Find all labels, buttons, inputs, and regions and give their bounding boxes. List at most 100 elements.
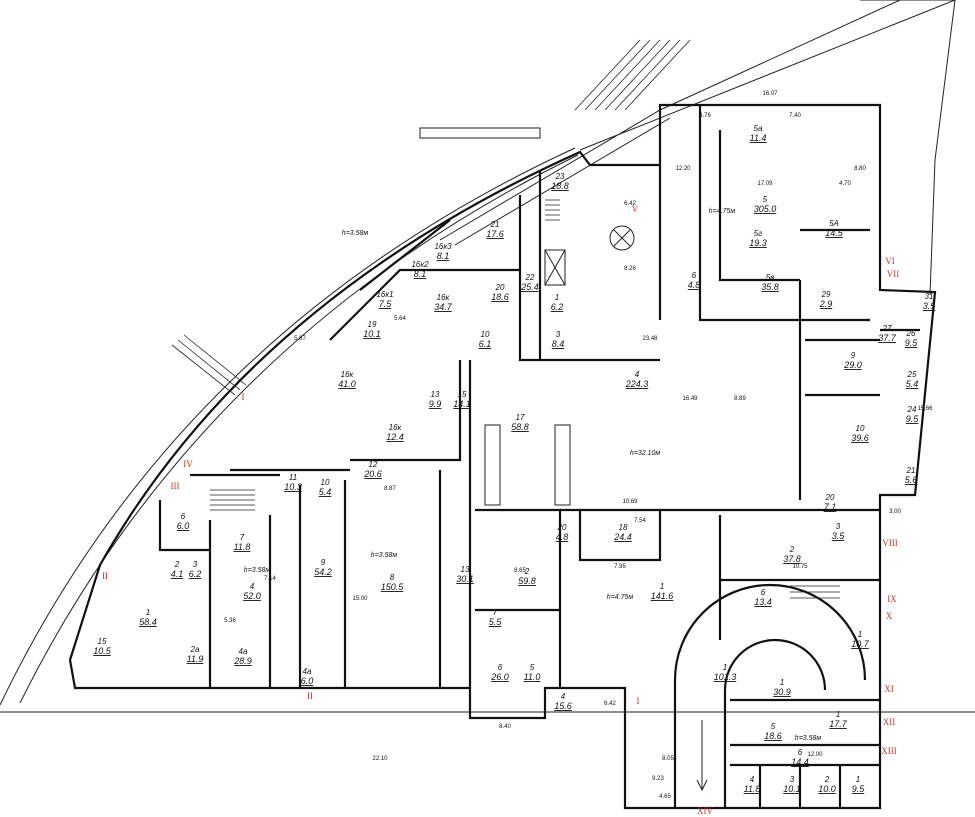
- dimension-label: 4.70: [839, 181, 851, 187]
- room-area: 9.5: [906, 414, 920, 424]
- dimension-label: 5.36: [224, 618, 236, 624]
- room-number: 5а: [754, 124, 763, 133]
- room-area: 8.4: [552, 339, 565, 349]
- section-marker: VI: [885, 256, 895, 266]
- section-marker: XIII: [881, 746, 897, 756]
- room-area: 26.0: [490, 672, 509, 682]
- ceiling-height: h=32.10м: [630, 450, 660, 457]
- ceiling-height: h=3.58м: [342, 230, 369, 237]
- section-marker: VIII: [882, 538, 898, 548]
- room-number: 4: [635, 370, 640, 379]
- room-area: 14.1: [453, 399, 471, 409]
- room-area: 54.2: [314, 567, 332, 577]
- room-area: 37.8: [783, 554, 801, 564]
- room-number: 10: [856, 424, 865, 433]
- room-number: 19: [368, 320, 377, 329]
- room-number: 13: [431, 390, 440, 399]
- room-area: 5.6: [905, 475, 918, 485]
- room-number: 6: [498, 663, 503, 672]
- room-area: 9.5: [852, 784, 866, 794]
- dimension-label: 8.40: [499, 724, 511, 730]
- room-area: 20.6: [363, 469, 382, 479]
- room-number: 1: [780, 678, 784, 687]
- room-area: 6.2: [551, 302, 564, 312]
- room-number: 29: [821, 290, 831, 299]
- room-number: 15: [458, 390, 467, 399]
- room-number: 20: [495, 283, 505, 292]
- ceiling-height: h=3.58м: [244, 567, 271, 574]
- dimension-label: 10.75: [792, 564, 808, 570]
- dimension-label: 17.09: [757, 181, 773, 187]
- room-number: 7: [240, 533, 245, 542]
- ceiling-height: h=4.75м: [607, 594, 634, 601]
- dimension-label: 8.89: [734, 396, 746, 402]
- room-number: 5: [771, 722, 776, 731]
- room-number: 6: [798, 748, 803, 757]
- room-area: 7.5: [379, 299, 393, 309]
- room-number: 5А: [829, 219, 839, 228]
- room-area: 19.3: [749, 238, 767, 248]
- room-area: 10.1: [783, 784, 801, 794]
- dimension-label: 9.23: [652, 776, 664, 782]
- room-area: 2.9: [819, 299, 833, 309]
- dimension-label: 7.40: [789, 113, 801, 119]
- dimension-label: 5.64: [394, 316, 406, 322]
- room-area: 11.9: [187, 654, 204, 664]
- section-marker: XII: [883, 717, 896, 727]
- room-area: 305.0: [754, 204, 777, 214]
- room-area: 150.5: [381, 582, 405, 592]
- dimension-label: 4.76: [699, 113, 711, 119]
- room-area: 5.4: [906, 379, 919, 389]
- room-number: 6: [692, 271, 697, 280]
- room-area: 9.9: [429, 399, 442, 409]
- room-number: 1: [723, 663, 727, 672]
- room-number: 25: [907, 370, 917, 379]
- room-area: 10.0: [818, 784, 836, 794]
- room-area: 35.8: [761, 282, 779, 292]
- room-number: 13: [461, 565, 470, 574]
- dimension-label: 8.05: [662, 756, 674, 762]
- dimension-label: 4.65: [659, 794, 671, 800]
- room-number: 3: [836, 522, 841, 531]
- room-number: 1: [856, 775, 860, 784]
- room-number: 1: [858, 630, 862, 639]
- room-number: 6: [181, 512, 186, 521]
- section-marker: I: [242, 392, 245, 402]
- dimension-label: 5.87: [294, 336, 306, 342]
- room-area: 28.9: [233, 656, 252, 666]
- room-labels: 2318.82117.62018.62225.416.238.416к34.71…: [93, 91, 936, 816]
- room-number: 1: [555, 293, 559, 302]
- dimension-label: 16.49: [682, 396, 698, 402]
- dimension-label: 16.07: [762, 91, 778, 97]
- room-number: 1: [660, 582, 664, 591]
- section-marker: XIV: [697, 806, 713, 816]
- room-number: 4: [750, 775, 755, 784]
- dimension-label: 8.87: [384, 486, 396, 492]
- section-marker: IX: [887, 594, 897, 604]
- room-area: 14.5: [825, 228, 844, 238]
- section-marker: XI: [884, 684, 894, 694]
- room-number: 12: [369, 460, 378, 469]
- room-number: 8: [390, 573, 395, 582]
- dimension-label: 8.80: [854, 166, 866, 172]
- room-number: 22: [525, 273, 535, 282]
- room-number: 16к: [437, 293, 451, 302]
- room-area: 4.1: [171, 569, 184, 579]
- room-area: 52.0: [243, 591, 261, 601]
- room-area: 30.1: [456, 574, 474, 584]
- room-area: 6.2: [189, 569, 202, 579]
- room-area: 4.8: [556, 532, 569, 542]
- dimension-label: 15.66: [917, 406, 933, 412]
- dimension-label: 6.42: [624, 201, 636, 207]
- room-number: 2а: [190, 645, 200, 654]
- room-number: 4: [561, 692, 566, 701]
- room-area: 18.8: [551, 181, 569, 191]
- room-area: 8.1: [414, 269, 427, 279]
- ceiling-height: h=3.58м: [795, 735, 822, 742]
- room-number: 5в: [766, 273, 775, 282]
- room-area: 30.9: [773, 687, 791, 697]
- room-number: 2: [174, 560, 180, 569]
- room-area: 12.4: [386, 432, 404, 442]
- room-number: 10: [481, 330, 490, 339]
